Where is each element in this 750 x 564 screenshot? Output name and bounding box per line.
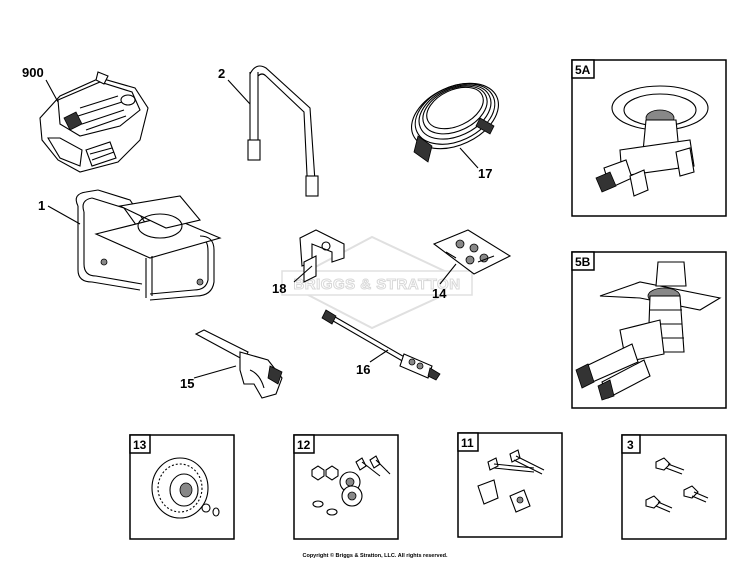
callout-16: 16 — [356, 362, 370, 377]
box-label-3: 3 — [627, 438, 634, 452]
pump-5b-box[interactable]: 5B — [571, 251, 727, 409]
box-label-12: 12 — [297, 438, 311, 452]
watermark-text: BRIGGS & STRATTON — [293, 276, 460, 293]
copyright-notice: Copyright © Briggs & Stratton, LLC. All … — [302, 553, 448, 559]
screws-3-box[interactable]: 3 — [621, 434, 727, 540]
callout-2: 2 — [218, 66, 225, 81]
spray-gun-part[interactable] — [194, 329, 283, 399]
callout-900: 900 — [22, 65, 44, 80]
box-label-5b: 5B — [575, 255, 591, 269]
callout-14: 14 — [432, 286, 447, 301]
box-label-11: 11 — [461, 436, 474, 450]
callout-17: 17 — [478, 166, 492, 181]
callout-15: 15 — [180, 376, 194, 391]
pump-5a-box[interactable]: 5A — [571, 59, 727, 217]
callout-18: 18 — [272, 281, 286, 296]
handle-part[interactable] — [247, 65, 319, 197]
hose-part[interactable] — [401, 70, 509, 163]
callout-1: 1 — [38, 198, 45, 213]
wand-part[interactable] — [321, 309, 441, 381]
wheel-13-box[interactable]: 13 — [129, 434, 235, 540]
bolts-11-box[interactable]: 11 — [457, 432, 563, 538]
wheel-kit-12-box[interactable]: 12 — [293, 434, 399, 540]
frame-part[interactable] — [75, 189, 222, 301]
bracket-part[interactable] — [299, 229, 345, 283]
engine-part[interactable] — [39, 71, 149, 173]
box-label-5a: 5A — [575, 63, 591, 77]
box-label-13: 13 — [133, 438, 147, 452]
hardware-bag-part[interactable] — [432, 229, 512, 275]
